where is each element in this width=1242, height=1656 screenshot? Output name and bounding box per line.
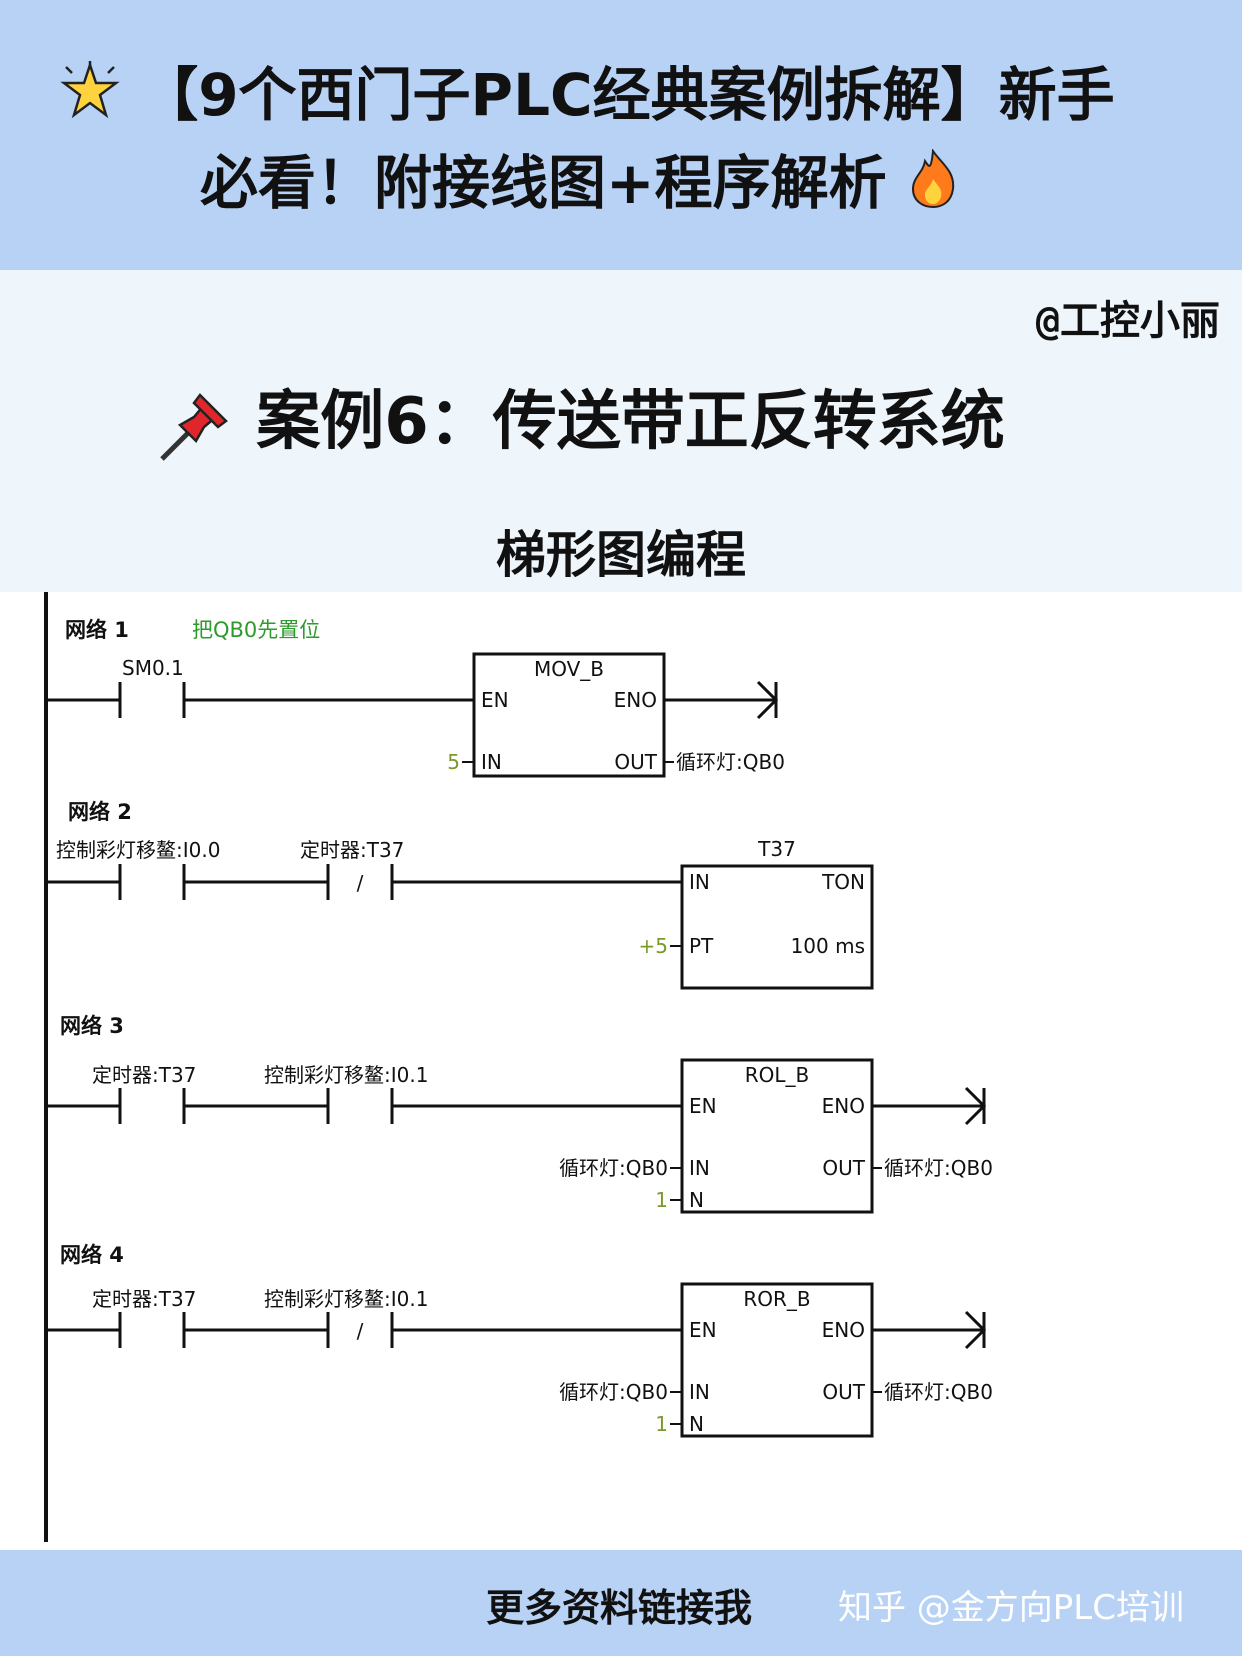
rol-b-out-value: 循环灯:QB0 — [884, 1156, 993, 1180]
ror-b-out-value: 循环灯:QB0 — [884, 1380, 993, 1404]
rol-b-in-value: 循环灯:QB0 — [559, 1156, 668, 1180]
ror-b-in-value: 循环灯:QB0 — [559, 1380, 668, 1404]
rol-b-in-pin: IN — [689, 1156, 710, 1180]
network-3-contact-2-label: 控制彩灯移鳌:I0.1 — [264, 1063, 428, 1087]
ton-in-pin: IN — [689, 870, 710, 894]
ladder-diagram-panel: 网络 1 把QB0先置位 SM0.1 MOV_B EN ENO IN OUT 5… — [0, 592, 1242, 1550]
ror-b-eno-pin: ENO — [822, 1318, 865, 1342]
network-2-nc-symbol: / — [357, 871, 364, 895]
network-3-eno-coil — [872, 1086, 987, 1126]
mov-b-out-pin: OUT — [614, 750, 657, 774]
footer-watermark: 知乎 @金方向PLC培训 — [838, 1588, 1184, 1628]
network-4-rung — [46, 1312, 682, 1348]
network-4-nc-symbol: / — [357, 1319, 364, 1343]
network-1-rung — [46, 682, 474, 718]
rol-b-out-pin: OUT — [822, 1156, 865, 1180]
top-banner — [0, 0, 1242, 270]
network-4-label: 网络 4 — [60, 1243, 124, 1267]
author-handle: @工控小丽 — [1035, 298, 1220, 344]
network-3-rung — [46, 1088, 682, 1124]
mov-b-out-value: 循环灯:QB0 — [676, 750, 785, 774]
ladder-diagram: 网络 1 把QB0先置位 SM0.1 MOV_B EN ENO IN OUT 5… — [44, 592, 993, 1542]
ror-b-type: ROR_B — [743, 1287, 810, 1311]
network-3-label: 网络 3 — [60, 1014, 124, 1038]
ton-type: TON — [821, 870, 865, 894]
network-1-label: 网络 1 — [65, 618, 129, 642]
ton-pt-pin: PT — [689, 934, 714, 958]
mov-b-en-pin: EN — [481, 688, 509, 712]
ton-time-base: 100 ms — [791, 934, 865, 958]
mov-b-in-pin: IN — [481, 750, 502, 774]
mov-b-block — [472, 652, 666, 778]
pushpin-icon — [160, 393, 228, 462]
rol-b-block — [680, 1058, 874, 1214]
title-line-2: 必看！附接线图+程序解析 — [200, 148, 959, 224]
fire-icon — [907, 148, 959, 224]
footer-cta: 更多资料链接我 — [486, 1586, 753, 1630]
network-2-contact-1-label: 控制彩灯移鳌:I0.0 — [56, 838, 220, 862]
title-line-1: 【9个西门子PLC经典案例拆解】新手 — [60, 60, 1115, 136]
network-3-contact-1-label: 定时器:T37 — [92, 1063, 196, 1087]
network-2-rung — [46, 864, 682, 900]
case-title-text: 案例6：传送带正反转系统 — [256, 385, 1005, 459]
sparkle-star-icon — [60, 61, 120, 136]
ton-block-name: T37 — [757, 837, 796, 861]
ton-pt-value: +5 — [639, 934, 668, 958]
ror-b-in-pin: IN — [689, 1380, 710, 1404]
network-1-contact-label: SM0.1 — [122, 656, 184, 680]
ror-b-out-pin: OUT — [822, 1380, 865, 1404]
section-subtitle: 梯形图编程 — [496, 526, 746, 584]
network-2-contact-2-label: 定时器:T37 — [300, 838, 404, 862]
rol-b-type: ROL_B — [745, 1063, 810, 1087]
intro-area — [0, 270, 1242, 592]
ror-b-n-pin: N — [689, 1412, 704, 1436]
case-title: 案例6：传送带正反转系统 — [158, 370, 1005, 463]
mov-b-in-value: 5 — [447, 750, 460, 774]
mov-b-eno-pin: ENO — [614, 688, 657, 712]
network-4-eno-coil — [872, 1310, 987, 1350]
title-text-1: 【9个西门子PLC经典案例拆解】新手 — [140, 61, 1115, 129]
rol-b-n-pin: N — [689, 1188, 704, 1212]
network-1-eno-coil — [664, 680, 779, 720]
bottom-banner — [0, 1550, 1242, 1656]
ton-block — [680, 864, 874, 990]
rol-b-n-value: 1 — [655, 1188, 668, 1212]
network-1-comment: 把QB0先置位 — [192, 618, 320, 642]
network-4-contact-1-label: 定时器:T37 — [92, 1287, 196, 1311]
rol-b-en-pin: EN — [689, 1094, 717, 1118]
network-2-label: 网络 2 — [68, 800, 132, 824]
ror-b-en-pin: EN — [689, 1318, 717, 1342]
ror-b-block — [680, 1282, 874, 1438]
mov-b-type: MOV_B — [534, 657, 604, 681]
rol-b-eno-pin: ENO — [822, 1094, 865, 1118]
title-text-2: 必看！附接线图+程序解析 — [200, 149, 887, 217]
network-4-contact-2-label: 控制彩灯移鳌:I0.1 — [264, 1287, 428, 1311]
ror-b-n-value: 1 — [655, 1412, 668, 1436]
